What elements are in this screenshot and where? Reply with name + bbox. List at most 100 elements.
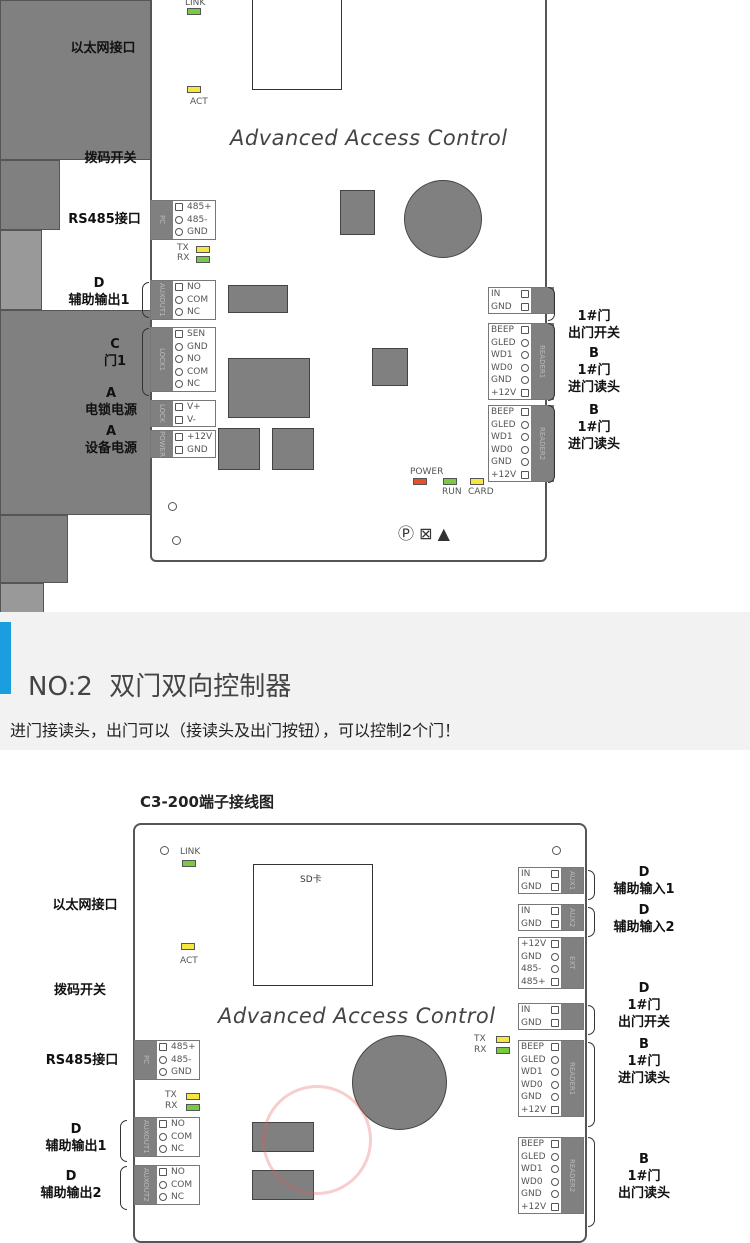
pin-screw (175, 308, 183, 317)
top-ic-square (340, 190, 375, 235)
pin-screw (175, 283, 183, 292)
pin-label: WD1 (491, 432, 513, 442)
brace (548, 323, 555, 401)
terminal-tag: POWER (151, 431, 173, 457)
pin-label: GLED (491, 337, 516, 348)
top-rx-led (196, 256, 210, 263)
bottom-rx-led (186, 1104, 200, 1111)
label-text: 辅助输出2 (40, 1186, 102, 1201)
terminal-tag: LOCK (151, 401, 173, 426)
pin-screw (521, 376, 529, 385)
label-text: 拨码开关 (53, 983, 106, 998)
pin-label: 485- (187, 214, 208, 225)
pin-label: 485+ (171, 1042, 196, 1052)
brace (142, 328, 149, 396)
label-text: 进门读头 (617, 1071, 670, 1086)
pin-label: WD1 (521, 1067, 543, 1077)
bottom-act-led (181, 943, 195, 950)
top-label-dip: 拨码开关 (68, 150, 153, 167)
terminal-pins (519, 288, 531, 313)
pin-screw (175, 215, 183, 224)
terminal-pins (157, 1041, 169, 1079)
pin-label: WD0 (491, 444, 513, 455)
act-led (187, 86, 201, 93)
pin-screw (175, 342, 183, 351)
terminal-pins (173, 201, 185, 239)
bottom-ethernet-port (0, 515, 68, 583)
label-text: A (105, 424, 117, 439)
label-text: 门1 (103, 354, 127, 369)
top-label-rs485: RS485接口 (62, 211, 147, 228)
label-text: RS485接口 (45, 1053, 119, 1068)
label-text: D (70, 1122, 82, 1137)
pin-screw (551, 907, 559, 916)
bottom-tx-label: TX (165, 1090, 177, 1100)
brace (120, 1120, 127, 1162)
bottom-battery (352, 1035, 447, 1130)
label-text: 以太网接口 (52, 898, 118, 913)
pin-label: NC (171, 1192, 185, 1202)
top-regulator-1 (218, 428, 260, 470)
pin-label: NC (171, 1144, 185, 1154)
top-label-ethernet: 以太网接口 (58, 40, 148, 57)
bottom-rx-label: RX (165, 1101, 178, 1111)
pin-label: IN (521, 869, 531, 879)
pin-screw (551, 1165, 559, 1174)
pin-label: BEEP (491, 407, 514, 417)
brace (142, 282, 149, 318)
pin-screw (521, 420, 529, 429)
compliance-icons: Ⓟ ⊠ ▲ (398, 524, 450, 543)
pin-screw (175, 367, 183, 376)
pin-label: GND (491, 457, 512, 467)
label-text: 1#门 (577, 420, 611, 435)
act-label: ACT (190, 97, 208, 107)
label-text: 辅助输出1 (45, 1139, 107, 1154)
pin-label: GND (187, 341, 208, 352)
terminal-pins (549, 1138, 561, 1213)
brace (548, 405, 555, 483)
top-board (150, 0, 547, 562)
pin-label: WD1 (491, 350, 513, 360)
label-text: D (638, 981, 650, 996)
pin-screw (551, 1043, 559, 1052)
label-text: 以太网接口 (70, 41, 136, 56)
pin-screw (551, 1093, 559, 1102)
pin-screw (551, 1018, 559, 1027)
pin-screw (159, 1120, 167, 1129)
pin-screw (551, 870, 559, 879)
pin-label: GND (521, 1017, 542, 1028)
label-text: D (93, 276, 105, 291)
pin-label: GND (521, 951, 542, 962)
pin-label: +12V (187, 432, 213, 442)
pin-label: COM (171, 1179, 193, 1190)
pin-screw (175, 330, 183, 339)
pin-screw (521, 470, 529, 479)
top-rx-label: RX (177, 253, 190, 263)
terminal-tag: READER1 (561, 1041, 583, 1116)
label-text: 1#门 (577, 309, 611, 324)
pin-label: WD0 (521, 1176, 543, 1187)
pin-screw (159, 1180, 167, 1189)
pin-label: V+ (187, 402, 201, 412)
pin-screw (175, 355, 183, 364)
label-text: 辅助输入2 (613, 920, 675, 935)
pin-label: NC (187, 307, 201, 317)
pin-screw (175, 203, 183, 212)
